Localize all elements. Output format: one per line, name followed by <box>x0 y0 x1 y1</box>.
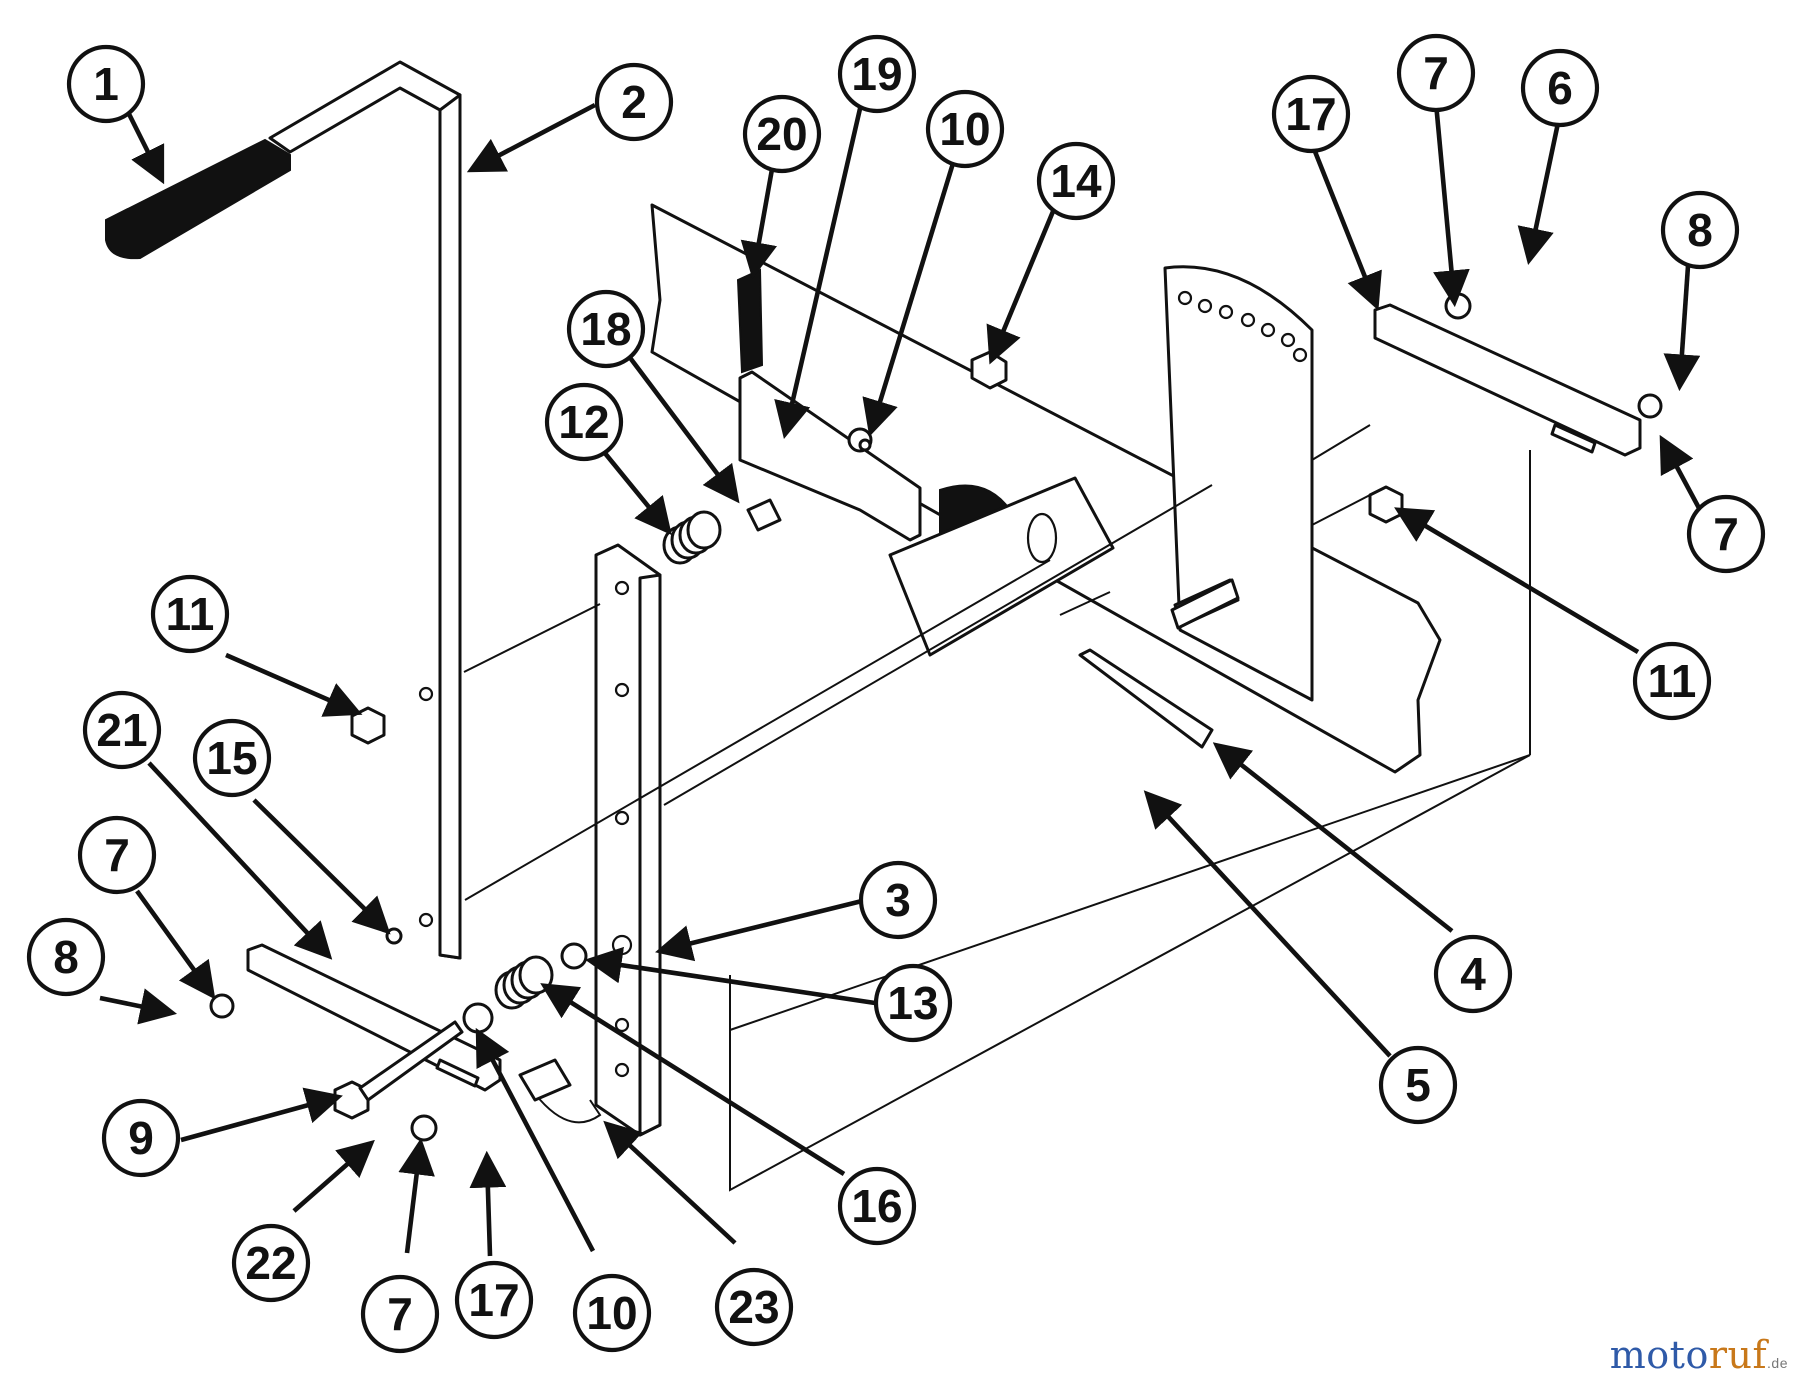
callout-8-upper-label: 8 <box>1687 204 1713 256</box>
callout-18-label: 18 <box>580 303 631 355</box>
callout-3: 3 <box>858 860 938 940</box>
callout-15-label: 15 <box>206 732 257 784</box>
callout-5-label: 5 <box>1405 1059 1431 1111</box>
callout-20-label: 20 <box>756 108 807 160</box>
callout-11-right: 11 <box>1632 641 1712 721</box>
callout-2: 2 <box>594 62 674 142</box>
callout-14: 14 <box>1036 141 1116 221</box>
callout-3-label: 3 <box>885 874 911 926</box>
watermark: motoruf.de <box>1610 1333 1788 1377</box>
compression-springs <box>494 510 722 1010</box>
callout-22: 22 <box>231 1223 311 1303</box>
callout-22-label: 22 <box>245 1237 296 1289</box>
callout-9-label: 9 <box>128 1112 154 1164</box>
long-bolt-part <box>358 1020 464 1102</box>
callout-17-upper: 17 <box>1271 74 1351 154</box>
assembly-lines <box>463 424 1531 1192</box>
callout-7-left: 7 <box>77 815 157 895</box>
spring-part <box>736 268 764 374</box>
callout-13-label: 13 <box>887 977 938 1029</box>
vertical-bar-part <box>594 543 662 1137</box>
callout-16-label: 16 <box>851 1180 902 1232</box>
leader-lines <box>99 99 1703 1257</box>
callout-11-left: 11 <box>150 574 230 654</box>
callout-7-upper-label: 7 <box>1423 47 1449 99</box>
callout-17-upper-label: 17 <box>1285 88 1336 140</box>
callout-20: 20 <box>742 94 822 174</box>
clevis-part <box>518 1058 602 1124</box>
callout-13: 13 <box>873 963 953 1043</box>
pedal-pad-part <box>105 138 291 260</box>
callout-7-bottom-label: 7 <box>387 1288 413 1340</box>
upper-bracket-part <box>1373 303 1642 457</box>
callout-1-label: 1 <box>93 58 119 110</box>
hardware-parts <box>209 292 1663 1142</box>
callout-10-upper-label: 10 <box>939 103 990 155</box>
callout-21: 21 <box>82 690 162 770</box>
callout-17-lower-label: 17 <box>468 1274 519 1326</box>
callout-16: 16 <box>837 1166 917 1246</box>
callout-7-right-label: 7 <box>1713 508 1739 560</box>
callout-12: 12 <box>544 382 624 462</box>
callout-6-label: 6 <box>1547 62 1573 114</box>
callout-14-label: 14 <box>1050 155 1102 207</box>
watermark-accent: ruf <box>1708 1333 1768 1377</box>
callout-19: 19 <box>837 34 917 114</box>
callout-11-left-label: 11 <box>166 588 215 640</box>
callout-5: 5 <box>1378 1045 1458 1125</box>
callout-10-upper: 10 <box>925 89 1005 169</box>
lower-bracket-part <box>246 943 502 1092</box>
callout-18: 18 <box>566 289 646 369</box>
callout-17-lower: 17 <box>454 1260 534 1340</box>
watermark-main: moto <box>1609 1333 1709 1377</box>
callout-7-bottom: 7 <box>360 1274 440 1354</box>
callout-7-right: 7 <box>1686 494 1766 574</box>
callout-7-left-label: 7 <box>104 829 130 881</box>
callout-7-upper: 7 <box>1396 33 1476 113</box>
callout-10-lower-label: 10 <box>586 1287 637 1339</box>
callout-23: 23 <box>714 1267 794 1347</box>
watermark-tld: .de <box>1767 1355 1788 1371</box>
link-strip-part <box>1078 648 1214 749</box>
pedal-lever-part <box>268 60 462 960</box>
callout-4: 4 <box>1433 934 1513 1014</box>
callout-19-label: 19 <box>851 48 902 100</box>
callout-8-upper: 8 <box>1660 190 1740 270</box>
callout-4-label: 4 <box>1460 948 1486 1000</box>
callout-11-right-label: 11 <box>1648 655 1697 707</box>
quadrant-plate-part <box>1163 265 1314 702</box>
callout-9: 9 <box>101 1098 181 1178</box>
callout-10-lower: 10 <box>572 1273 652 1353</box>
callout-23-label: 23 <box>728 1281 779 1333</box>
callout-8-left-label: 8 <box>53 931 79 983</box>
callout-2-label: 2 <box>621 76 647 128</box>
callout-21-label: 21 <box>96 704 147 756</box>
callout-6: 6 <box>1520 48 1600 128</box>
callout-15: 15 <box>192 718 272 798</box>
callout-12-label: 12 <box>558 396 609 448</box>
callout-1: 1 <box>66 44 146 124</box>
callout-8-left: 8 <box>26 917 106 997</box>
